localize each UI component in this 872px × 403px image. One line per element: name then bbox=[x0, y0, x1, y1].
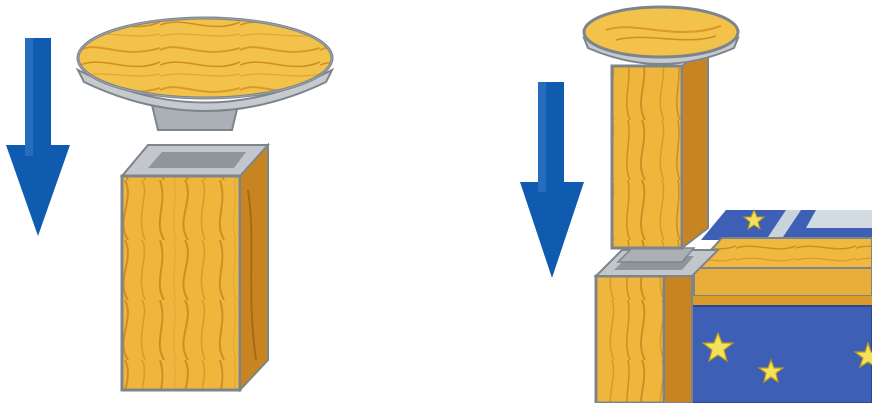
panel-left bbox=[6, 16, 335, 393]
panel-right bbox=[436, 0, 872, 403]
arrow-down-icon bbox=[6, 38, 70, 236]
assembly-step-right bbox=[520, 5, 872, 403]
star-icon bbox=[701, 331, 735, 363]
star-icon bbox=[757, 358, 785, 384]
arrow-down-icon bbox=[520, 82, 584, 278]
bed-frame-corner bbox=[665, 208, 872, 403]
wooden-post bbox=[119, 142, 270, 393]
assembly-step-left bbox=[6, 16, 335, 393]
upper-post-with-cap bbox=[582, 5, 740, 263]
post-cap bbox=[75, 16, 335, 131]
star-icon bbox=[853, 341, 872, 369]
star-icon bbox=[742, 208, 766, 231]
